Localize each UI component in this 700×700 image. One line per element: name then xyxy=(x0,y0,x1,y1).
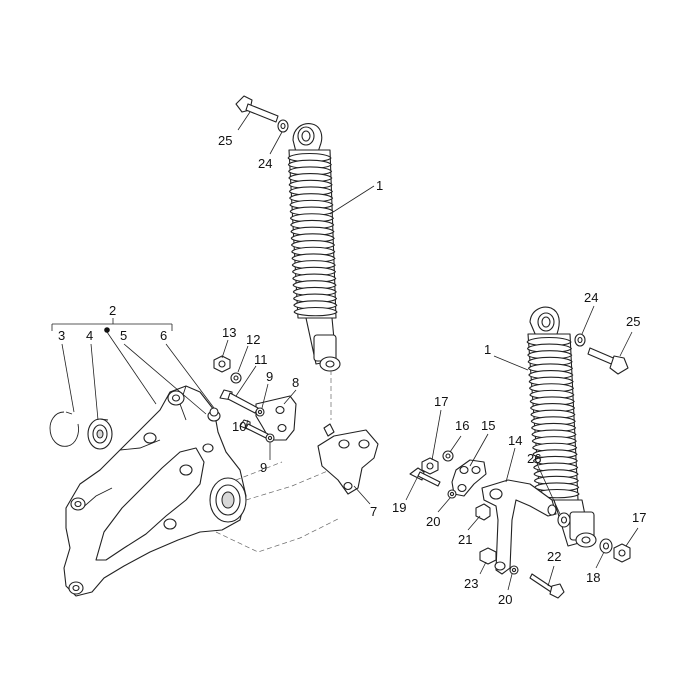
washer-12 xyxy=(230,372,242,384)
callout-20-lower: 20 xyxy=(498,592,512,607)
callout-24-upper: 24 xyxy=(258,156,272,171)
callout-26: 26 xyxy=(527,451,541,466)
callout-3: 3 xyxy=(58,328,65,343)
shock-absorber-right xyxy=(526,306,597,548)
callout-14: 14 xyxy=(508,433,522,448)
callout-23: 23 xyxy=(464,576,478,591)
callout-20-upper: 20 xyxy=(426,514,440,529)
leader-lines xyxy=(61,111,639,591)
nut-23 xyxy=(479,547,497,565)
circlip-3 xyxy=(49,411,79,447)
bolt-25-right xyxy=(587,347,629,375)
group-bracket-2 xyxy=(51,318,173,333)
bracket-7 xyxy=(317,423,379,495)
shock-absorber-upper xyxy=(287,123,341,420)
callout-11: 11 xyxy=(254,352,268,367)
bracket-8 xyxy=(255,395,297,441)
link-arm-14 xyxy=(481,479,557,575)
nut-13 xyxy=(213,355,231,373)
callout-24-right: 24 xyxy=(584,290,598,305)
bearing-4 xyxy=(87,418,113,450)
callout-5: 5 xyxy=(120,328,127,343)
bolt-22 xyxy=(529,573,565,599)
pin-6 xyxy=(209,407,219,417)
callout-4: 4 xyxy=(86,328,93,343)
callout-12: 12 xyxy=(246,332,260,347)
callout-6: 6 xyxy=(160,328,167,343)
callout-9-upper: 9 xyxy=(266,369,273,384)
washer-20-upper xyxy=(447,489,457,499)
nut-17-upper xyxy=(421,457,439,475)
callout-18: 18 xyxy=(586,570,600,585)
washer-16 xyxy=(442,450,454,462)
callout-7: 7 xyxy=(370,504,377,519)
callout-9-lower: 9 xyxy=(260,460,267,475)
washer-20-lower xyxy=(509,565,519,575)
washer-9-upper xyxy=(255,407,265,417)
callout-25-right: 25 xyxy=(626,314,640,329)
callout-17-lower: 17 xyxy=(632,510,646,525)
callout-13: 13 xyxy=(222,325,236,340)
callout-10: 10 xyxy=(232,419,246,434)
nut-17-lower xyxy=(613,543,631,563)
callout-1-upper: 1 xyxy=(376,178,383,193)
callout-8: 8 xyxy=(292,375,299,390)
callout-17-upper: 17 xyxy=(434,394,448,409)
washer-24-upper xyxy=(277,119,289,133)
callout-22: 22 xyxy=(547,549,561,564)
washer-24-right xyxy=(574,333,586,347)
callout-labels: 25 24 1 2 3 4 5 6 13 12 11 9 8 10 9 7 24… xyxy=(58,133,646,607)
callout-25-upper: 25 xyxy=(218,133,232,148)
washer-18 xyxy=(599,538,613,554)
callout-15: 15 xyxy=(481,418,495,433)
swingarm-housing xyxy=(63,385,341,597)
washer-9-lower xyxy=(265,433,275,443)
callout-16: 16 xyxy=(455,418,469,433)
callout-1-right: 1 xyxy=(484,342,491,357)
washer-26 xyxy=(557,512,571,528)
callout-2: 2 xyxy=(109,303,116,318)
bolt-11 xyxy=(219,389,259,414)
nut-21 xyxy=(475,503,491,521)
plate-15 xyxy=(451,459,487,497)
bolt-25-upper xyxy=(235,95,279,123)
callout-19: 19 xyxy=(392,500,406,515)
callout-21: 21 xyxy=(458,532,472,547)
bolt-19 xyxy=(409,467,441,487)
